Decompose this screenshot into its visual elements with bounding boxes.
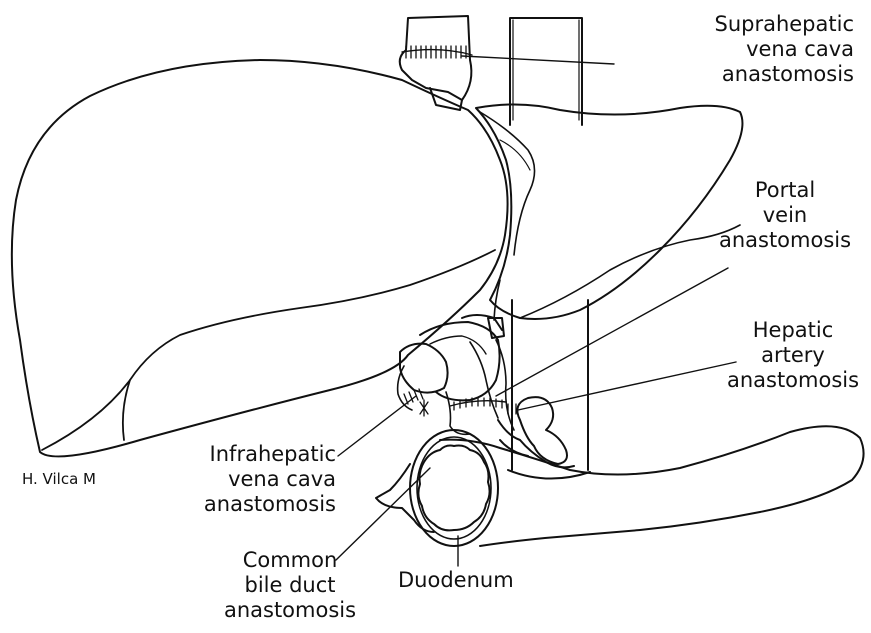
- label-line: Common: [200, 548, 380, 573]
- label-bile-duct: Common bile duct anastomosis: [200, 548, 380, 623]
- liver-right-lobe: [12, 60, 508, 456]
- label-line: vena cava: [614, 37, 854, 62]
- label-line: anastomosis: [710, 228, 860, 253]
- label-line: Hepatic: [718, 318, 868, 343]
- label-portal-vein: Portal vein anastomosis: [710, 178, 860, 253]
- hepatic-artery-sutures: [508, 404, 516, 414]
- hilar-structures: [398, 315, 516, 434]
- label-line: Infrahepatic: [160, 442, 336, 467]
- leader-hepatic-artery: [518, 362, 736, 410]
- label-line: anastomosis: [160, 492, 336, 517]
- label-hepatic-artery: Hepatic artery anastomosis: [718, 318, 868, 393]
- label-line: anastomosis: [614, 62, 854, 87]
- leader-portal: [496, 268, 728, 396]
- leader-suprahepatic: [462, 56, 614, 64]
- label-line: bile duct: [200, 573, 380, 598]
- label-line: Portal: [710, 178, 860, 203]
- label-duodenum: Duodenum: [398, 568, 514, 593]
- label-line: artery: [718, 343, 868, 368]
- label-line: anastomosis: [200, 598, 380, 623]
- leader-bile-duct: [336, 468, 430, 560]
- liver-left-lobe: [476, 104, 742, 320]
- label-line: anastomosis: [718, 368, 868, 393]
- label-line: vein: [710, 203, 860, 228]
- artist-signature: H. Vilca M: [22, 470, 96, 488]
- label-line: vena cava: [160, 467, 336, 492]
- bile-duct-cross-section: [410, 430, 498, 546]
- label-infrahepatic: Infrahepatic vena cava anastomosis: [160, 442, 336, 517]
- label-line: Suprahepatic: [614, 12, 854, 37]
- hepatic-artery: [498, 397, 574, 467]
- label-suprahepatic: Suprahepatic vena cava anastomosis: [614, 12, 854, 87]
- leader-infrahepatic: [338, 396, 416, 456]
- duodenum-loop: [376, 426, 864, 546]
